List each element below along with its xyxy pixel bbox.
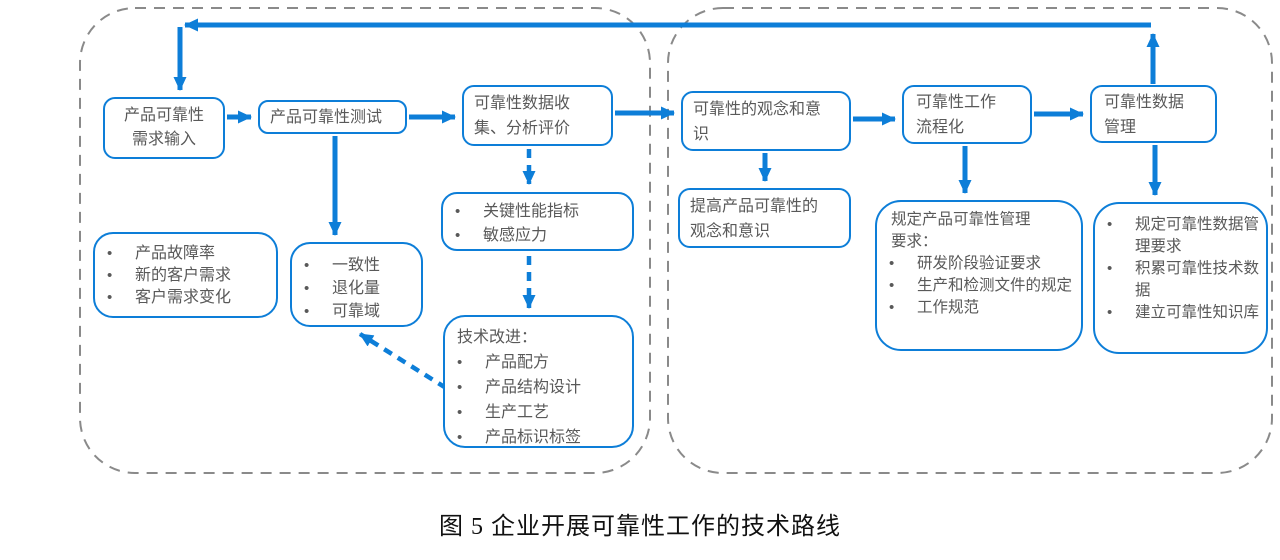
node-line: 产品可靠性测试	[270, 109, 383, 126]
list-item: 产品故障率	[95, 243, 276, 265]
node-key-performance-details: 关键性能指标 敏感应力	[441, 192, 634, 251]
bullet-list: 关键性能指标 敏感应力	[443, 200, 632, 248]
bullet-list: 产品配方 产品结构设计 生产工艺 产品标识标签	[445, 350, 632, 450]
list-item: 客户需求变化	[95, 287, 276, 309]
node-line: 识	[693, 126, 710, 143]
list-item: 产品标识标签	[445, 425, 632, 450]
node-requirement-input-details: 产品故障率 新的客户需求 客户需求变化	[93, 232, 278, 318]
node-line: 集、分析评价	[474, 120, 571, 137]
node-improve-awareness-details: 提高产品可靠性的 观念和意识	[678, 188, 851, 248]
list-item: 可靠域	[292, 300, 421, 323]
list-item: 研发阶段验证要求	[877, 253, 1075, 275]
bullet-list: 研发阶段验证要求 生产和检测文件的规定 工作规范	[877, 253, 1075, 319]
list-item: 积累可靠性技术数据	[1095, 258, 1262, 302]
node-line: 可靠性数据	[1104, 94, 1185, 111]
node-reliability-concept-awareness: 可靠性的观念和意 识	[681, 91, 851, 151]
node-line: 管理	[1104, 119, 1137, 136]
list-item: 工作规范	[877, 297, 1075, 319]
list-item: 生产和检测文件的规定	[877, 275, 1075, 297]
node-reliability-data-management: 可靠性数据 管理	[1090, 85, 1217, 143]
node-reliability-work-process: 可靠性工作 流程化	[902, 85, 1032, 144]
node-title: 要求：	[891, 233, 938, 250]
figure-caption: 图 5 企业开展可靠性工作的技术路线	[439, 514, 841, 540]
node-line: 可靠性工作	[916, 94, 997, 111]
node-line: 可靠性数据收	[474, 95, 571, 112]
list-item: 建立可靠性知识库	[1095, 302, 1262, 324]
node-line: 提高产品可靠性的	[690, 198, 819, 215]
node-line: 观念和意识	[690, 223, 771, 240]
node-line: 需求输入	[131, 131, 196, 148]
phase-container-left	[79, 7, 651, 474]
list-item: 新的客户需求	[95, 265, 276, 287]
bullet-list: 规定可靠性数据管理要求 积累可靠性技术数据 建立可靠性知识库	[1095, 214, 1262, 324]
node-line: 流程化	[916, 119, 965, 136]
node-reliability-data-collection-analysis: 可靠性数据收 集、分析评价	[462, 85, 613, 146]
node-line: 可靠性的观念和意	[693, 101, 822, 118]
list-item: 规定可靠性数据管理要求	[1095, 214, 1262, 258]
list-item: 退化量	[292, 277, 421, 300]
node-product-reliability-test: 产品可靠性测试	[258, 100, 407, 134]
dashed-arrow-improve-to-testdetail	[358, 332, 448, 390]
node-technical-improvement-details: 技术改进： 产品配方 产品结构设计 生产工艺 产品标识标签	[443, 315, 634, 450]
list-item: 生产工艺	[445, 400, 632, 425]
node-title: 规定产品可靠性管理	[891, 211, 1031, 228]
node-management-requirement-details: 规定产品可靠性管理 要求： 研发阶段验证要求 生产和检测文件的规定 工作规范	[875, 200, 1083, 351]
node-product-reliability-requirement-input: 产品可靠性 需求输入	[103, 97, 225, 159]
bullet-list: 产品故障率 新的客户需求 客户需求变化	[95, 243, 276, 309]
list-item: 产品配方	[445, 350, 632, 375]
node-title: 技术改进：	[457, 329, 538, 346]
list-item: 关键性能指标	[443, 200, 632, 224]
bullet-list: 一致性 退化量 可靠域	[292, 254, 421, 323]
list-item: 一致性	[292, 254, 421, 277]
node-line: 产品可靠性	[123, 107, 204, 124]
node-test-output-details: 一致性 退化量 可靠域	[290, 242, 423, 327]
node-data-management-details: 规定可靠性数据管理要求 积累可靠性技术数据 建立可靠性知识库	[1093, 202, 1268, 354]
phase-container-right	[667, 7, 1273, 474]
list-item: 敏感应力	[443, 224, 632, 248]
list-item: 产品结构设计	[445, 375, 632, 400]
